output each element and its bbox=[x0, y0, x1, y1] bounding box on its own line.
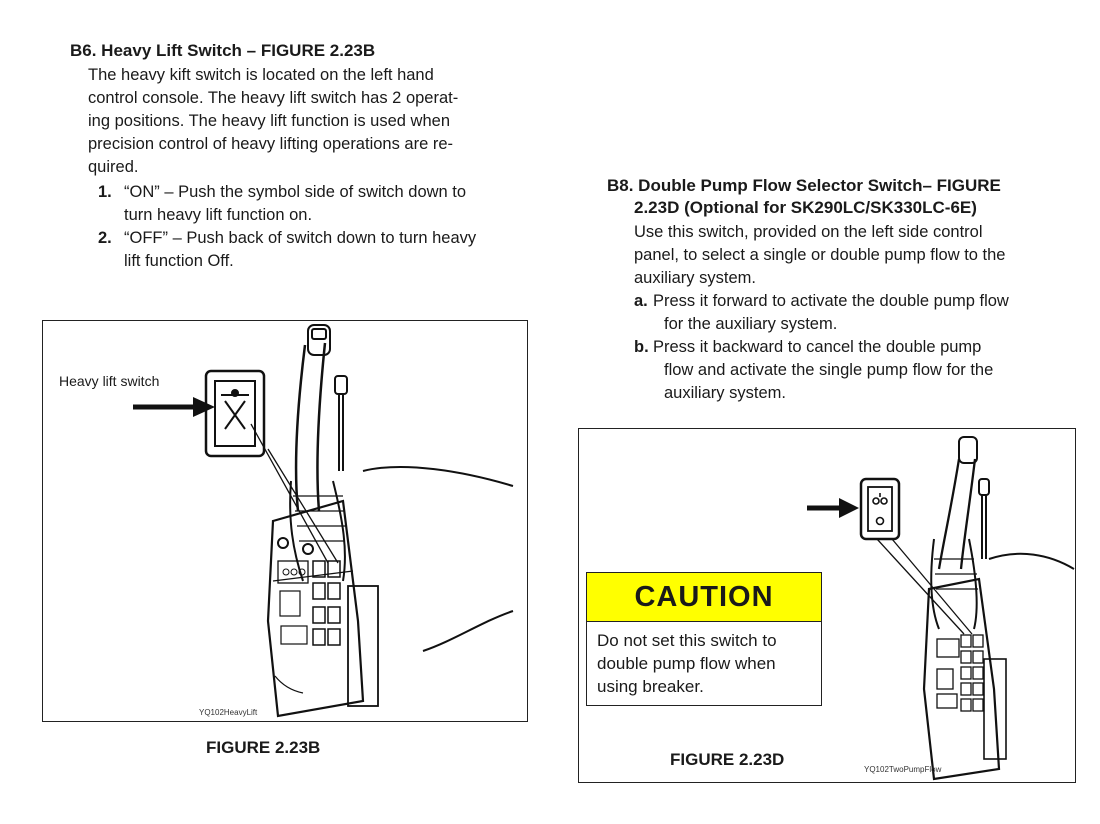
heading-line: 2.23D (Optional for SK290LC/SK330LC-6E) bbox=[634, 198, 977, 217]
list-item-2: 2. bbox=[98, 227, 112, 250]
text-line: quired. bbox=[88, 158, 139, 176]
joystick-console-illustration bbox=[133, 324, 514, 718]
image-id: YQ102HeavyLift bbox=[199, 708, 258, 717]
joystick-console-illustration bbox=[807, 436, 1075, 781]
list-item-1-text: “ON” – Push the symbol side of switch do… bbox=[124, 181, 499, 227]
list-item-a: a. bbox=[634, 290, 648, 313]
figure-heavy-lift: Heavy lift switch YQ102HeavyLift bbox=[42, 320, 528, 722]
text-line: Press it backward to cancel the double p… bbox=[653, 338, 982, 356]
text-line: double pump flow when bbox=[597, 654, 776, 673]
section-b8-heading: B8. Double Pump Flow Selector Switch– FI… bbox=[607, 175, 1001, 219]
text-line: The heavy kift switch is located on the … bbox=[88, 66, 434, 84]
text-line: lift function Off. bbox=[124, 252, 234, 270]
figure-caption: FIGURE 2.23B bbox=[206, 738, 321, 757]
text-line: auxiliary system. bbox=[664, 384, 786, 402]
list-item-b-text: Press it backward to cancel the double p… bbox=[653, 336, 1073, 405]
text-line: control console. The heavy lift switch h… bbox=[88, 89, 459, 107]
text-line: Do not set this switch to bbox=[597, 631, 777, 650]
list-item-a-text: Press it forward to activate the double … bbox=[653, 290, 1073, 336]
list-number: 1. bbox=[98, 183, 112, 201]
text-line: Press it forward to activate the double … bbox=[653, 292, 1009, 310]
text-line: flow and activate the single pump flow f… bbox=[664, 361, 994, 379]
list-item-b: b. bbox=[634, 336, 649, 359]
text-line: Use this switch, provided on the left si… bbox=[634, 223, 983, 241]
text-line: ing positions. The heavy lift function i… bbox=[88, 112, 450, 130]
caution-title: CAUTION bbox=[587, 573, 821, 622]
text-line: “OFF” – Push back of switch down to turn… bbox=[124, 229, 477, 247]
text-line: for the auxiliary system. bbox=[664, 315, 838, 333]
caution-box: CAUTION Do not set this switch to double… bbox=[586, 572, 822, 706]
section-b6-paragraph: The heavy kift switch is located on the … bbox=[88, 64, 496, 179]
callout-label: Heavy lift switch bbox=[59, 373, 160, 389]
text-line: turn heavy lift function on. bbox=[124, 206, 313, 224]
list-item-1: 1. bbox=[98, 181, 112, 204]
section-b6-heading: B6. Heavy Lift Switch – FIGURE 2.23B bbox=[70, 41, 376, 60]
caution-text: Do not set this switch to double pump fl… bbox=[597, 629, 777, 698]
list-letter: b. bbox=[634, 338, 649, 356]
section-b8-paragraph: Use this switch, provided on the left si… bbox=[634, 221, 1066, 290]
figure-caption: FIGURE 2.23D bbox=[670, 750, 785, 769]
text-line: precision control of heavy lifting opera… bbox=[88, 135, 454, 153]
figure-double-pump: CAUTION Do not set this switch to double… bbox=[578, 428, 1076, 783]
list-letter: a. bbox=[634, 292, 648, 310]
heading-line: B8. Double Pump Flow Selector Switch– FI… bbox=[607, 176, 1001, 195]
text-line: panel, to select a single or double pump… bbox=[634, 246, 1006, 264]
image-id: YQ102TwoPumpFlow bbox=[864, 765, 942, 774]
list-number: 2. bbox=[98, 229, 112, 247]
text-line: auxiliary system. bbox=[634, 269, 756, 287]
text-line: using breaker. bbox=[597, 677, 704, 696]
list-item-2-text: “OFF” – Push back of switch down to turn… bbox=[124, 227, 499, 273]
text-line: “ON” – Push the symbol side of switch do… bbox=[124, 183, 467, 201]
